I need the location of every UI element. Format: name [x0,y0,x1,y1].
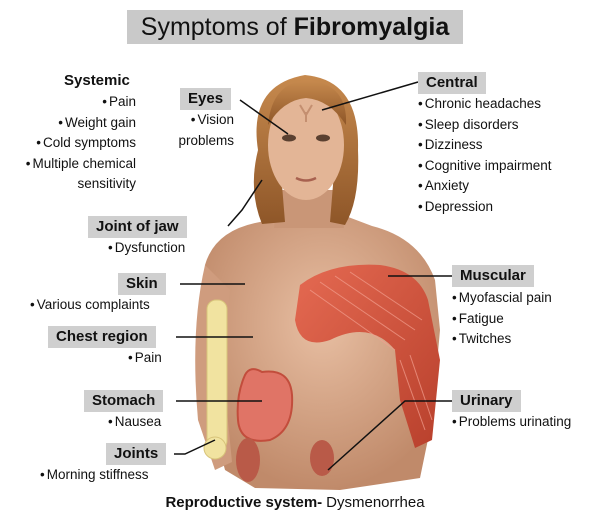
forehead-mark [299,104,313,122]
muscular-list: Myofascial pain Fatigue Twitches [452,288,552,350]
jaw-label: Joint of jaw [88,216,187,238]
systemic-item: Multiple chemical [0,154,136,175]
central-item: Depression [418,197,552,218]
title-prefix: Symptoms of [140,12,287,41]
reproductive-item: Dysmenorrhea [326,494,425,511]
arm-bone-shape [206,299,228,451]
systemic-list: Pain Weight gain Cold symptoms Multiple … [0,92,136,195]
chest-item: Pain [128,348,162,368]
central-item: Sleep disorders [418,115,552,136]
central-item: Chronic headaches [418,94,552,115]
systemic-heading: Systemic [64,72,130,89]
leader-eyes [239,99,289,135]
eyes-item: Vision [160,110,234,131]
stomach-shape [236,368,294,442]
hair-fringe-shape [268,80,347,125]
central-item: Anxiety [418,176,552,197]
diagram-title: Symptoms of Fibromyalgia [127,10,463,44]
urinary-label: Urinary [452,390,521,412]
title-emphasis: Fibromyalgia [293,12,450,41]
systemic-item: Cold symptoms [0,133,136,154]
systemic-item: Pain [0,92,136,113]
leader-jaw [227,179,263,227]
jaw-item: Dysfunction [108,238,186,258]
stomach-item: Nausea [108,412,162,432]
eyes-list: Vision problems [160,110,234,151]
stomach-label: Stomach [84,390,164,412]
muscular-item: Myofascial pain [452,288,552,309]
right-eye-shape [316,134,330,142]
central-item: Cognitive impairment [418,156,552,177]
face-shape [268,90,344,200]
joints-item: Morning stiffness [40,465,149,485]
leader-central [321,81,419,111]
neck-shape [274,190,344,228]
organ-right-shape [310,440,334,476]
urinary-item: Problems urinating [452,412,572,432]
leader-joints [174,439,216,455]
central-list: Chronic headaches Sleep disorders Dizzin… [418,94,552,217]
reproductive-heading: Reproductive system- [165,494,323,511]
muscular-item: Fatigue [452,309,552,330]
muscular-item: Twitches [452,329,552,350]
left-eye-shape [282,134,296,142]
organ-left-shape [236,438,260,482]
central-item: Dizziness [418,135,552,156]
central-label: Central [418,72,486,94]
chest-label: Chest region [48,326,156,348]
skin-item: Various complaints [30,295,150,315]
reproductive-caption: Reproductive system-Dysmenorrhea [0,494,590,511]
systemic-item: sensitivity [77,176,136,191]
leader-urinary [327,400,452,471]
skin-label: Skin [118,273,166,295]
eyes-item: problems [178,132,234,148]
mouth-shape [295,176,317,182]
eyes-label: Eyes [180,88,232,110]
systemic-item: Weight gain [0,113,136,134]
muscular-label: Muscular [452,265,534,287]
joints-label: Joints [106,443,167,465]
